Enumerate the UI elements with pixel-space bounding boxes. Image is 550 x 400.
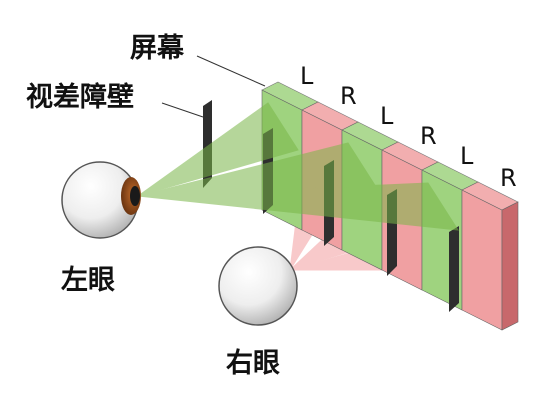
right-eyeball [218,246,298,326]
parallax-barrier-label: 视差障壁 [26,81,134,113]
left-eye-label: 左眼 [61,265,115,296]
right-eye-label: 右眼 [226,348,280,379]
screen-right-edge [501,201,519,331]
pixel-column-label-2: R [340,82,357,110]
left-eyeball [61,161,141,239]
pixel-column-label-3: L [380,102,394,130]
pixel-column-label-6: R [500,164,517,192]
pixel-column-label-4: R [420,122,437,150]
pixel-column-label-5: L [460,142,474,170]
left-eye-rays [137,102,459,231]
left-ray-1 [137,102,299,197]
barrier-slat-5 [449,226,459,312]
barrier-leader-line [161,102,204,118]
screen-leader-line [196,55,266,87]
left-ray-5 [137,182,459,231]
screen-label: 屏幕 [130,33,185,64]
screen-pixel-r-6 [461,189,503,331]
pixel-column-label-1: L [300,62,314,90]
